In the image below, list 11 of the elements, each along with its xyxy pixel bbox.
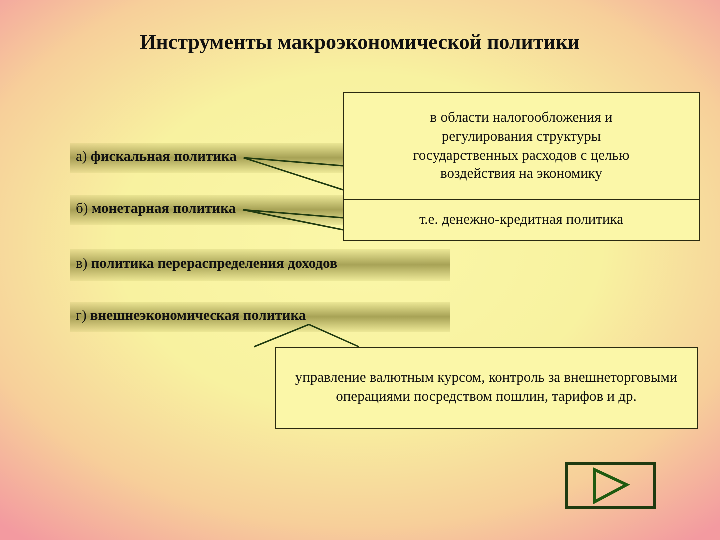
list-item: г) внешнеэкономическая политика — [76, 308, 314, 326]
list-item: в) политика перераспределения доходов — [76, 256, 346, 274]
callout-box: т.е. денежно-кредитная политика — [343, 199, 700, 241]
callout-pointer — [253, 324, 360, 348]
callout-pointer — [242, 209, 344, 231]
callout-pointer — [243, 157, 344, 191]
callout-box: в области налогообложения и регулирования структуры государственных расходов с целью воздействия на экономику — [343, 92, 700, 201]
callout-box: управление валютным курсом, контроль за внешнеторговыми операциями посредством пошлин, тарифов и др. — [275, 347, 698, 429]
title: Инструменты макроэкономической политики — [138, 30, 582, 55]
list-item: а) фискальная политика — [76, 149, 245, 167]
list-item: б) монетарная политика — [76, 201, 244, 219]
